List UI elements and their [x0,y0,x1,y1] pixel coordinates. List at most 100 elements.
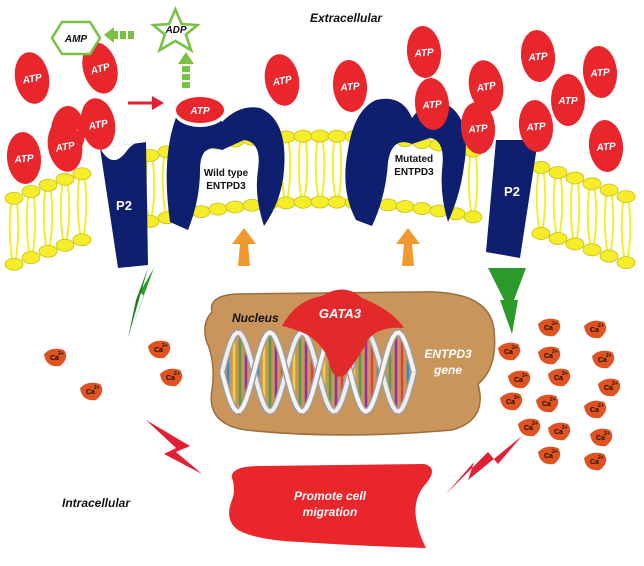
adp-to-amp-arrow [104,27,134,43]
ca-label: Ca [542,401,551,408]
ca-charge-label: 2+ [514,395,520,401]
atp-label: ATP [525,121,546,134]
ca-charge-label: 2+ [552,449,558,455]
atp-label: ATP [87,118,109,132]
calcium-ion: Ca2+ [538,346,561,365]
amp-hexagon: AMP [50,20,102,56]
atp-label: ATP [54,140,76,154]
ca-label: Ca [590,459,599,466]
calcium-ion: Ca2+ [80,382,103,401]
ca-label: Ca [590,407,599,414]
calcium-ion: Ca2+ [584,400,607,419]
gata3-label: GATA3 [319,306,362,321]
atp-molecule: ATP [406,26,442,78]
ca-charge-label: 2+ [522,373,528,379]
calcium-ion: Ca2+ [584,452,607,471]
p2-receptor-left: P2 [100,141,148,268]
ca-charge-label: 2+ [512,345,518,351]
ca-label: Ca [166,375,175,382]
green-arrow-right [488,268,526,334]
atp-label: ATP [589,67,610,80]
calcium-ion: Ca2+ [548,422,571,441]
atp-molecule: ATP [518,100,554,152]
ca-label: Ca [86,389,95,396]
promote-cell-migration: Promote cell migration [229,464,432,548]
atp-label: ATP [595,141,616,154]
ca-charge-label: 2+ [550,397,556,403]
atp-label: ATP [339,81,360,94]
intracellular-label: Intracellular [62,496,131,510]
atp-label: ATP [21,72,43,86]
atp-molecule: ATP [332,60,368,112]
calcium-ion: Ca2+ [598,378,621,397]
entpd3-gene-label-line2: gene [433,363,462,377]
calcium-ion: Ca2+ [548,368,571,387]
atp-bound-label: ATP [189,106,210,117]
mutated-label-line1: Mutated [395,154,433,165]
ca-label: Ca [596,435,605,442]
ca-charge-label: 2+ [598,323,604,329]
calcium-ion: Ca2+ [148,340,171,359]
ca-charge-label: 2+ [604,431,610,437]
calcium-ion: Ca2+ [160,368,183,387]
ca-label: Ca [524,425,533,432]
ca-label: Ca [544,353,553,360]
wild-type-entpd3: Wild type ENTPD3 [166,104,285,230]
atp-label: ATP [89,62,112,78]
atp-label: ATP [557,96,578,107]
atp-molecule: ATP [80,98,116,150]
ca-label: Ca [514,377,523,384]
red-arrow-left [146,420,202,474]
ca-label: Ca [154,347,163,354]
atp-molecule: ATP [6,132,42,184]
atp-molecule: ATP [14,52,50,104]
atp-label: ATP [13,153,34,166]
atp-binding-arrow [128,96,164,110]
atp-molecule: ATP [468,60,504,112]
p2-label-right: P2 [504,184,520,199]
calcium-ion: Ca2+ [592,350,615,369]
atp-label: ATP [467,123,488,136]
ca-label: Ca [544,453,553,460]
wild-type-label-line1: Wild type [204,168,249,179]
extracellular-label: Extracellular [310,11,383,25]
mutated-entpd3: Mutated ENTPD3 [345,98,466,226]
atp-molecule: ATP [82,42,118,94]
ca-charge-label: 2+ [598,403,604,409]
calcium-ions: Ca2+Ca2+Ca2+Ca2+Ca2+Ca2+Ca2+Ca2+Ca2+Ca2+… [44,318,621,471]
ca-label: Ca [590,327,599,334]
promote-label-line1: Promote cell [294,489,367,503]
atp-molecule: ATP [588,120,624,172]
orange-arrow-to-mutated [396,228,420,266]
atp-molecule: ATP [47,120,83,172]
p2-label-left: P2 [116,198,132,213]
ca-charge-label: 2+ [162,343,168,349]
atp-label: ATP [475,80,497,94]
ca-charge-label: 2+ [612,381,618,387]
ca-label: Ca [604,385,613,392]
ca-charge-label: 2+ [562,371,568,377]
calcium-ion: Ca2+ [538,318,561,337]
atp-label: ATP [271,74,293,88]
atp-molecule: ATP [582,46,618,98]
atp-molecule: ATP [414,78,450,130]
calcium-ion: Ca2+ [518,418,541,437]
ca-label: Ca [554,429,563,436]
promote-label-line2: migration [303,505,358,519]
orange-arrow-to-wild-type [232,228,256,266]
calcium-ion: Ca2+ [590,428,613,447]
ca-charge-label: 2+ [174,371,180,377]
calcium-ion: Ca2+ [44,348,67,367]
ca-charge-label: 2+ [552,321,558,327]
calcium-ion: Ca2+ [498,342,521,361]
mutated-label-line2: ENTPD3 [394,167,434,178]
ca-charge-label: 2+ [606,353,612,359]
amp-label: AMP [64,34,88,45]
ca-label: Ca [50,355,59,362]
entpd3-gene-label-line1: ENTPD3 [424,347,472,361]
ca-charge-label: 2+ [94,385,100,391]
atp-label: ATP [421,99,442,112]
calcium-ion: Ca2+ [538,446,561,465]
calcium-ion: Ca2+ [584,320,607,339]
